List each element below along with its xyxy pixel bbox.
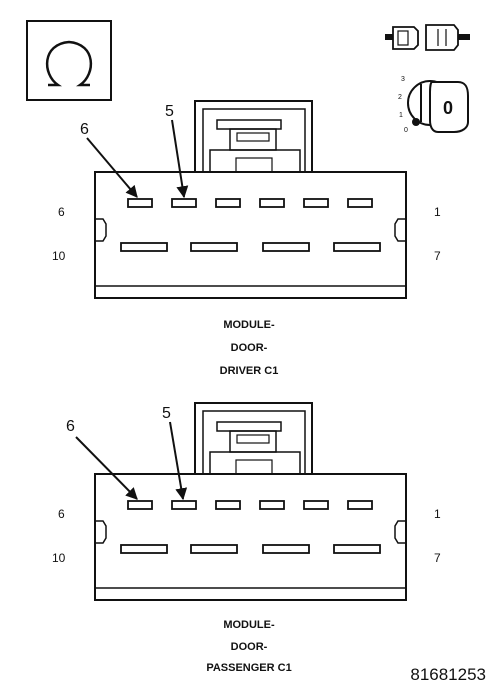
cavity-10 [120, 242, 168, 252]
key-position-3: 3 [401, 76, 405, 83]
cavity-2 [303, 198, 329, 208]
callout-arrow-5 [171, 119, 189, 199]
ohm-icon [45, 40, 93, 87]
callout-arrow-5 [169, 421, 188, 501]
connector-driver: 6 1 10 7 6 5 MODULE- DOOR- DRIVER C1 [52, 100, 441, 377]
callout-6: 6 [80, 121, 89, 138]
callout-5: 5 [165, 103, 174, 120]
cavity-4 [215, 500, 241, 510]
pin-row-top [127, 198, 373, 208]
cavity-7 [333, 242, 381, 252]
callout-arrow-6 [86, 137, 138, 198]
key-position-2: 2 [398, 94, 402, 101]
pin-label-bottom-right: 7 [434, 551, 441, 565]
pin-row-bottom [120, 544, 381, 554]
caption-line-3: DRIVER C1 [220, 365, 279, 377]
cavity-9 [190, 242, 238, 252]
pin-label-top-right: 1 [434, 205, 441, 219]
cavity-3 [259, 500, 285, 510]
cavity-10 [120, 544, 168, 554]
cavity-6 [127, 198, 153, 208]
pin-label-top-left: 6 [58, 507, 65, 521]
ohm-symbol-box [26, 20, 112, 101]
connector-passenger: 6 1 10 7 6 5 MODULE- DOOR- PASSENGER C1 [52, 402, 441, 674]
caption-line-1: MODULE- [223, 319, 275, 331]
cavity-1 [347, 198, 373, 208]
connector-latch [194, 402, 313, 475]
connector-latch [194, 100, 313, 173]
pin-label-bottom-right: 7 [434, 249, 441, 263]
cavity-5 [171, 198, 197, 208]
connector-icon [385, 24, 470, 51]
cavity-5 [171, 500, 197, 510]
cavity-8 [262, 242, 310, 252]
cavity-9 [190, 544, 238, 554]
figure-number: 81681253 [410, 665, 486, 684]
key-position-label: 0 [443, 98, 453, 118]
connector-body [94, 473, 407, 601]
pin-row-top [127, 500, 373, 510]
caption-line-3: PASSENGER C1 [206, 662, 291, 674]
pin-label-bottom-left: 10 [52, 249, 66, 263]
callout-6: 6 [66, 418, 75, 435]
pin-label-top-left: 6 [58, 205, 65, 219]
cavity-6 [127, 500, 153, 510]
pin-label-top-right: 1 [434, 507, 441, 521]
caption-line-2: DOOR- [231, 342, 268, 354]
pin-row-bottom [120, 242, 381, 252]
caption-line-1: MODULE- [223, 619, 275, 631]
caption-line-2: DOOR- [231, 641, 268, 653]
pin-label-bottom-left: 10 [52, 551, 66, 565]
cavity-3 [259, 198, 285, 208]
cavity-4 [215, 198, 241, 208]
cavity-7 [333, 544, 381, 554]
callout-5: 5 [162, 405, 171, 422]
key-position-icon: 3 2 1 0 0 [398, 76, 469, 134]
key-position-0: 0 [404, 127, 408, 134]
connector-body [94, 171, 407, 299]
callout-arrow-6 [75, 436, 138, 500]
cavity-1 [347, 500, 373, 510]
key-position-1: 1 [399, 112, 403, 119]
cavity-8 [262, 544, 310, 554]
cavity-2 [303, 500, 329, 510]
